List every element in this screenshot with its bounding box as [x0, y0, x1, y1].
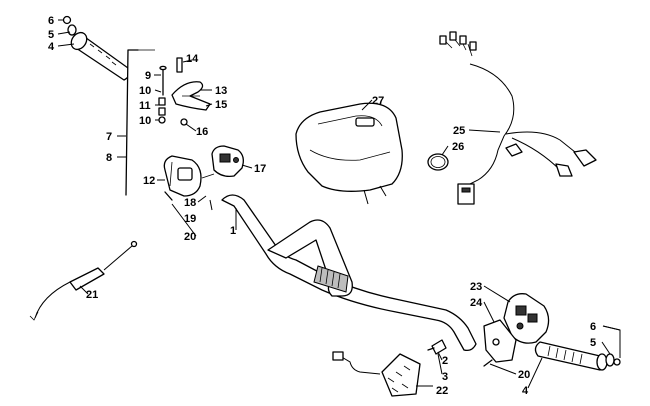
right-grip	[534, 341, 621, 371]
callout-16: 16	[196, 126, 208, 138]
callout-13: 13	[215, 85, 227, 97]
callout-10: 10	[139, 115, 151, 127]
callout-5: 5	[590, 337, 596, 349]
throttle-cable	[29, 240, 138, 321]
callout-23: 23	[470, 281, 482, 293]
callout-5: 5	[48, 29, 54, 41]
callout-20: 20	[184, 231, 196, 243]
hardware-set	[158, 57, 188, 126]
callout-22: 22	[436, 385, 448, 397]
grip-heater	[332, 351, 421, 397]
mounting-bracket-bar	[125, 49, 155, 196]
vent-fitting	[427, 339, 447, 355]
callout-labels: 6 5 4 9 10 11 10 14 13 15 16 7 8 17 12 1…	[48, 15, 596, 397]
callout-2: 2	[442, 355, 448, 367]
callout-6: 6	[48, 15, 54, 27]
callout-26: 26	[452, 141, 464, 153]
callout-7: 7	[106, 131, 112, 143]
throttle-housing	[163, 155, 215, 201]
callout-25: 25	[453, 125, 465, 137]
switch-housing	[211, 145, 244, 178]
callout-12: 12	[143, 175, 155, 187]
callout-4: 4	[522, 385, 529, 397]
callout-6: 6	[590, 321, 596, 333]
right-control-housing	[483, 293, 550, 367]
callout-19: 19	[184, 213, 196, 225]
callout-11: 11	[139, 100, 151, 112]
retaining-ring	[427, 153, 449, 171]
callout-18: 18	[184, 197, 196, 209]
callout-1: 1	[230, 225, 236, 237]
handlebar	[221, 194, 477, 352]
wiring-harness	[439, 31, 597, 205]
callout-17: 17	[254, 163, 266, 175]
callout-24: 24	[470, 297, 483, 309]
left-grip	[62, 15, 130, 81]
callout-9: 9	[145, 70, 151, 82]
callout-20: 20	[518, 369, 530, 381]
leader-lines	[57, 19, 621, 389]
callout-27: 27	[372, 95, 384, 107]
callout-21: 21	[86, 289, 98, 301]
callout-14: 14	[186, 53, 199, 65]
callout-10: 10	[139, 85, 151, 97]
hand-guard-housing	[295, 102, 403, 205]
callout-8: 8	[106, 152, 112, 164]
callout-15: 15	[215, 99, 227, 111]
throttle-lever	[171, 81, 211, 111]
callout-3: 3	[442, 371, 448, 383]
callout-4: 4	[48, 41, 55, 53]
